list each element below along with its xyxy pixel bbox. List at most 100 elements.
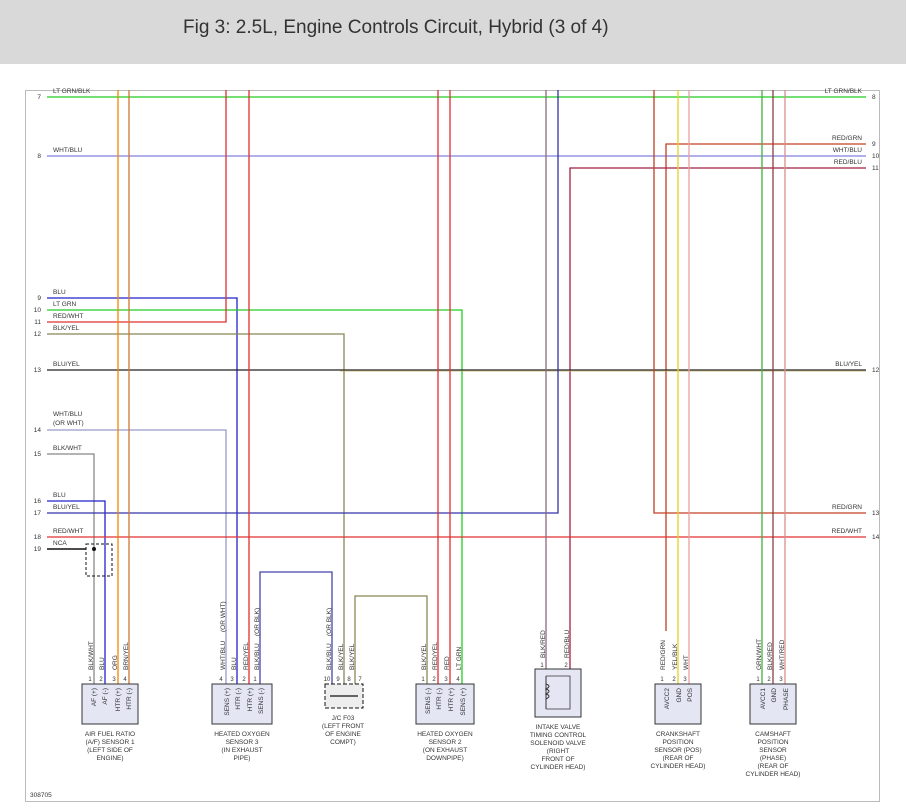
component-caption: OF ENGINE: [325, 731, 361, 738]
page-title: Fig 3: 2.5L, Engine Controls Circuit, Hy…: [183, 17, 609, 38]
wire-red-blu-11: [569, 167, 866, 669]
vertical-wire-label: BLK/YEL: [338, 643, 345, 670]
left-number: 15: [34, 451, 42, 458]
right-number: 11: [872, 165, 879, 172]
pin-number: 7: [358, 677, 362, 683]
left-number: 8: [37, 153, 41, 160]
component-caption: FRONT OF: [541, 756, 574, 763]
vertical-wire-label: BLK/BLU: [254, 643, 261, 670]
vertical-wire-label: (OR BLK): [254, 608, 261, 636]
left-number: 17: [34, 510, 42, 517]
af-sensor-box: [81, 683, 139, 725]
pin-number: 8: [347, 677, 351, 683]
pin-label: GND: [771, 688, 778, 703]
vertical-wire-label: (OR WHT): [220, 601, 227, 632]
cam-box: [749, 683, 797, 725]
pin-number: 3: [683, 677, 687, 683]
wire-red-grn-9: [665, 143, 866, 631]
component-caption: (LEFT FRONT: [322, 723, 364, 730]
vertical-wire-label: WHT/RED: [779, 639, 786, 670]
ho2-box: [415, 683, 475, 725]
component-caption: SENSOR (POS): [654, 747, 701, 754]
vertical-wire-label: BLK/RED: [767, 642, 774, 670]
nca-connector-box: [85, 543, 113, 577]
vertical-wire-label: RED: [444, 656, 451, 670]
pin-label: SENS (+): [224, 688, 231, 716]
wire-label: BLU/YEL: [835, 361, 862, 368]
vertical-wire-label: BLU: [231, 657, 238, 670]
right-number: 13: [872, 510, 880, 517]
component-caption: ENGINE): [96, 755, 123, 762]
wire-label: LT GRN/BLK: [53, 88, 91, 95]
vertical-wire-label: BLK/WHT: [88, 641, 95, 670]
component-caption: DOWNPIPE): [426, 755, 464, 762]
component-caption: PIPE): [234, 755, 251, 762]
vertical-wire-label: RED/YEL: [243, 642, 250, 670]
pin-label: POS: [687, 687, 694, 701]
wire-wht-blu-14: [47, 429, 227, 684]
pin-number: 1: [660, 677, 664, 683]
left-number: 11: [34, 319, 41, 326]
camshaft-sensor: AVCC1 GND PHASE 1 2 3 CAMSHAFT POSITION …: [746, 677, 801, 778]
pin-label: GND: [676, 688, 683, 703]
component-caption: SOLENOID VALVE: [530, 740, 586, 747]
wire-red-wht-11: [47, 90, 227, 323]
pin-number: 3: [444, 677, 448, 683]
wire-blu-16: [47, 500, 106, 684]
solenoid-lead: [546, 675, 571, 710]
vertical-wire-label: BLK/YEL: [421, 643, 428, 670]
figure-id: 308705: [30, 792, 52, 799]
component-caption: CAMSHAFT: [755, 731, 791, 738]
component-caption: J/C F03: [332, 715, 355, 722]
wire-blu-9: [47, 297, 238, 684]
component-caption: CRANKSHAFT: [656, 731, 700, 738]
component-caption: HEATED OXYGEN: [417, 731, 473, 738]
component-caption: CYLINDER HEAD): [531, 764, 586, 771]
vertical-wire-label: YEL/BLK: [672, 643, 679, 670]
left-number: 7: [37, 94, 41, 101]
component-caption: AIR FUEL RATIO: [85, 731, 135, 738]
pin-number: 2: [432, 677, 436, 683]
left-number: 12: [34, 331, 42, 338]
pin-label: HTR (-): [235, 688, 242, 710]
wire-label: RED/BLU: [834, 159, 862, 166]
pin-number: 2: [99, 677, 103, 683]
ho3-box: [211, 683, 273, 725]
wire-label: RED/WHT: [53, 313, 83, 320]
header-bar: Fig 3: 2.5L, Engine Controls Circuit, Hy…: [0, 0, 906, 64]
pin-label: AVCC1: [760, 688, 767, 710]
pin-number: 1: [756, 677, 760, 683]
right-number: 8: [872, 94, 876, 101]
crank-box: [654, 683, 702, 725]
component-caption: (IN EXHAUST: [221, 747, 262, 754]
component-caption: POSITION: [757, 739, 788, 746]
wire-label: BLU: [53, 492, 66, 499]
wiring-diagram: 7 8 9 10 11 12 13 14 15 16 17 18 19 8 9 …: [25, 88, 880, 802]
vertical-wire-label: RED/GRN: [660, 640, 667, 670]
heated-oxygen-sensor-2: SENS (-) HTR (-) HTR (+) SENS (+) 1 2 3 …: [415, 677, 475, 762]
pin-label: HTR (+): [247, 688, 254, 711]
pin-number: 3: [779, 677, 783, 683]
pin-number: 1: [88, 677, 92, 683]
pin-label: HTR (-): [436, 688, 443, 710]
vertical-wire-label: RED/BLU: [564, 630, 571, 658]
wire-label: BLU/YEL: [53, 504, 80, 511]
intake-valve-solenoid: 1 2 INTAKE VALVE TIMING CONTROL SOLENOID…: [530, 663, 587, 771]
right-number: 12: [872, 367, 880, 374]
pin-label: SENS (+): [460, 688, 467, 716]
component-caption: SENSOR 2: [429, 739, 462, 746]
wire-label: BLU: [53, 289, 66, 296]
component-caption: (PHASE): [760, 755, 786, 762]
component-caption: (REAR OF: [757, 763, 788, 770]
component-caption: (ON EXHAUST: [423, 747, 467, 754]
vertical-wire-label: WHT: [683, 655, 690, 670]
component-caption: INTAKE VALVE: [536, 724, 581, 731]
vertical-wire-label: (OR BLK): [326, 608, 333, 636]
component-caption: (A/F) SENSOR 1: [85, 739, 135, 746]
wire-label: RED/GRN: [832, 504, 862, 511]
left-number: 16: [34, 498, 42, 505]
pin-label: HTR (-): [126, 688, 133, 710]
pin-number: 9: [336, 677, 340, 683]
wire-blk-wht-15: [47, 453, 95, 684]
pin-number: 1: [421, 677, 425, 683]
